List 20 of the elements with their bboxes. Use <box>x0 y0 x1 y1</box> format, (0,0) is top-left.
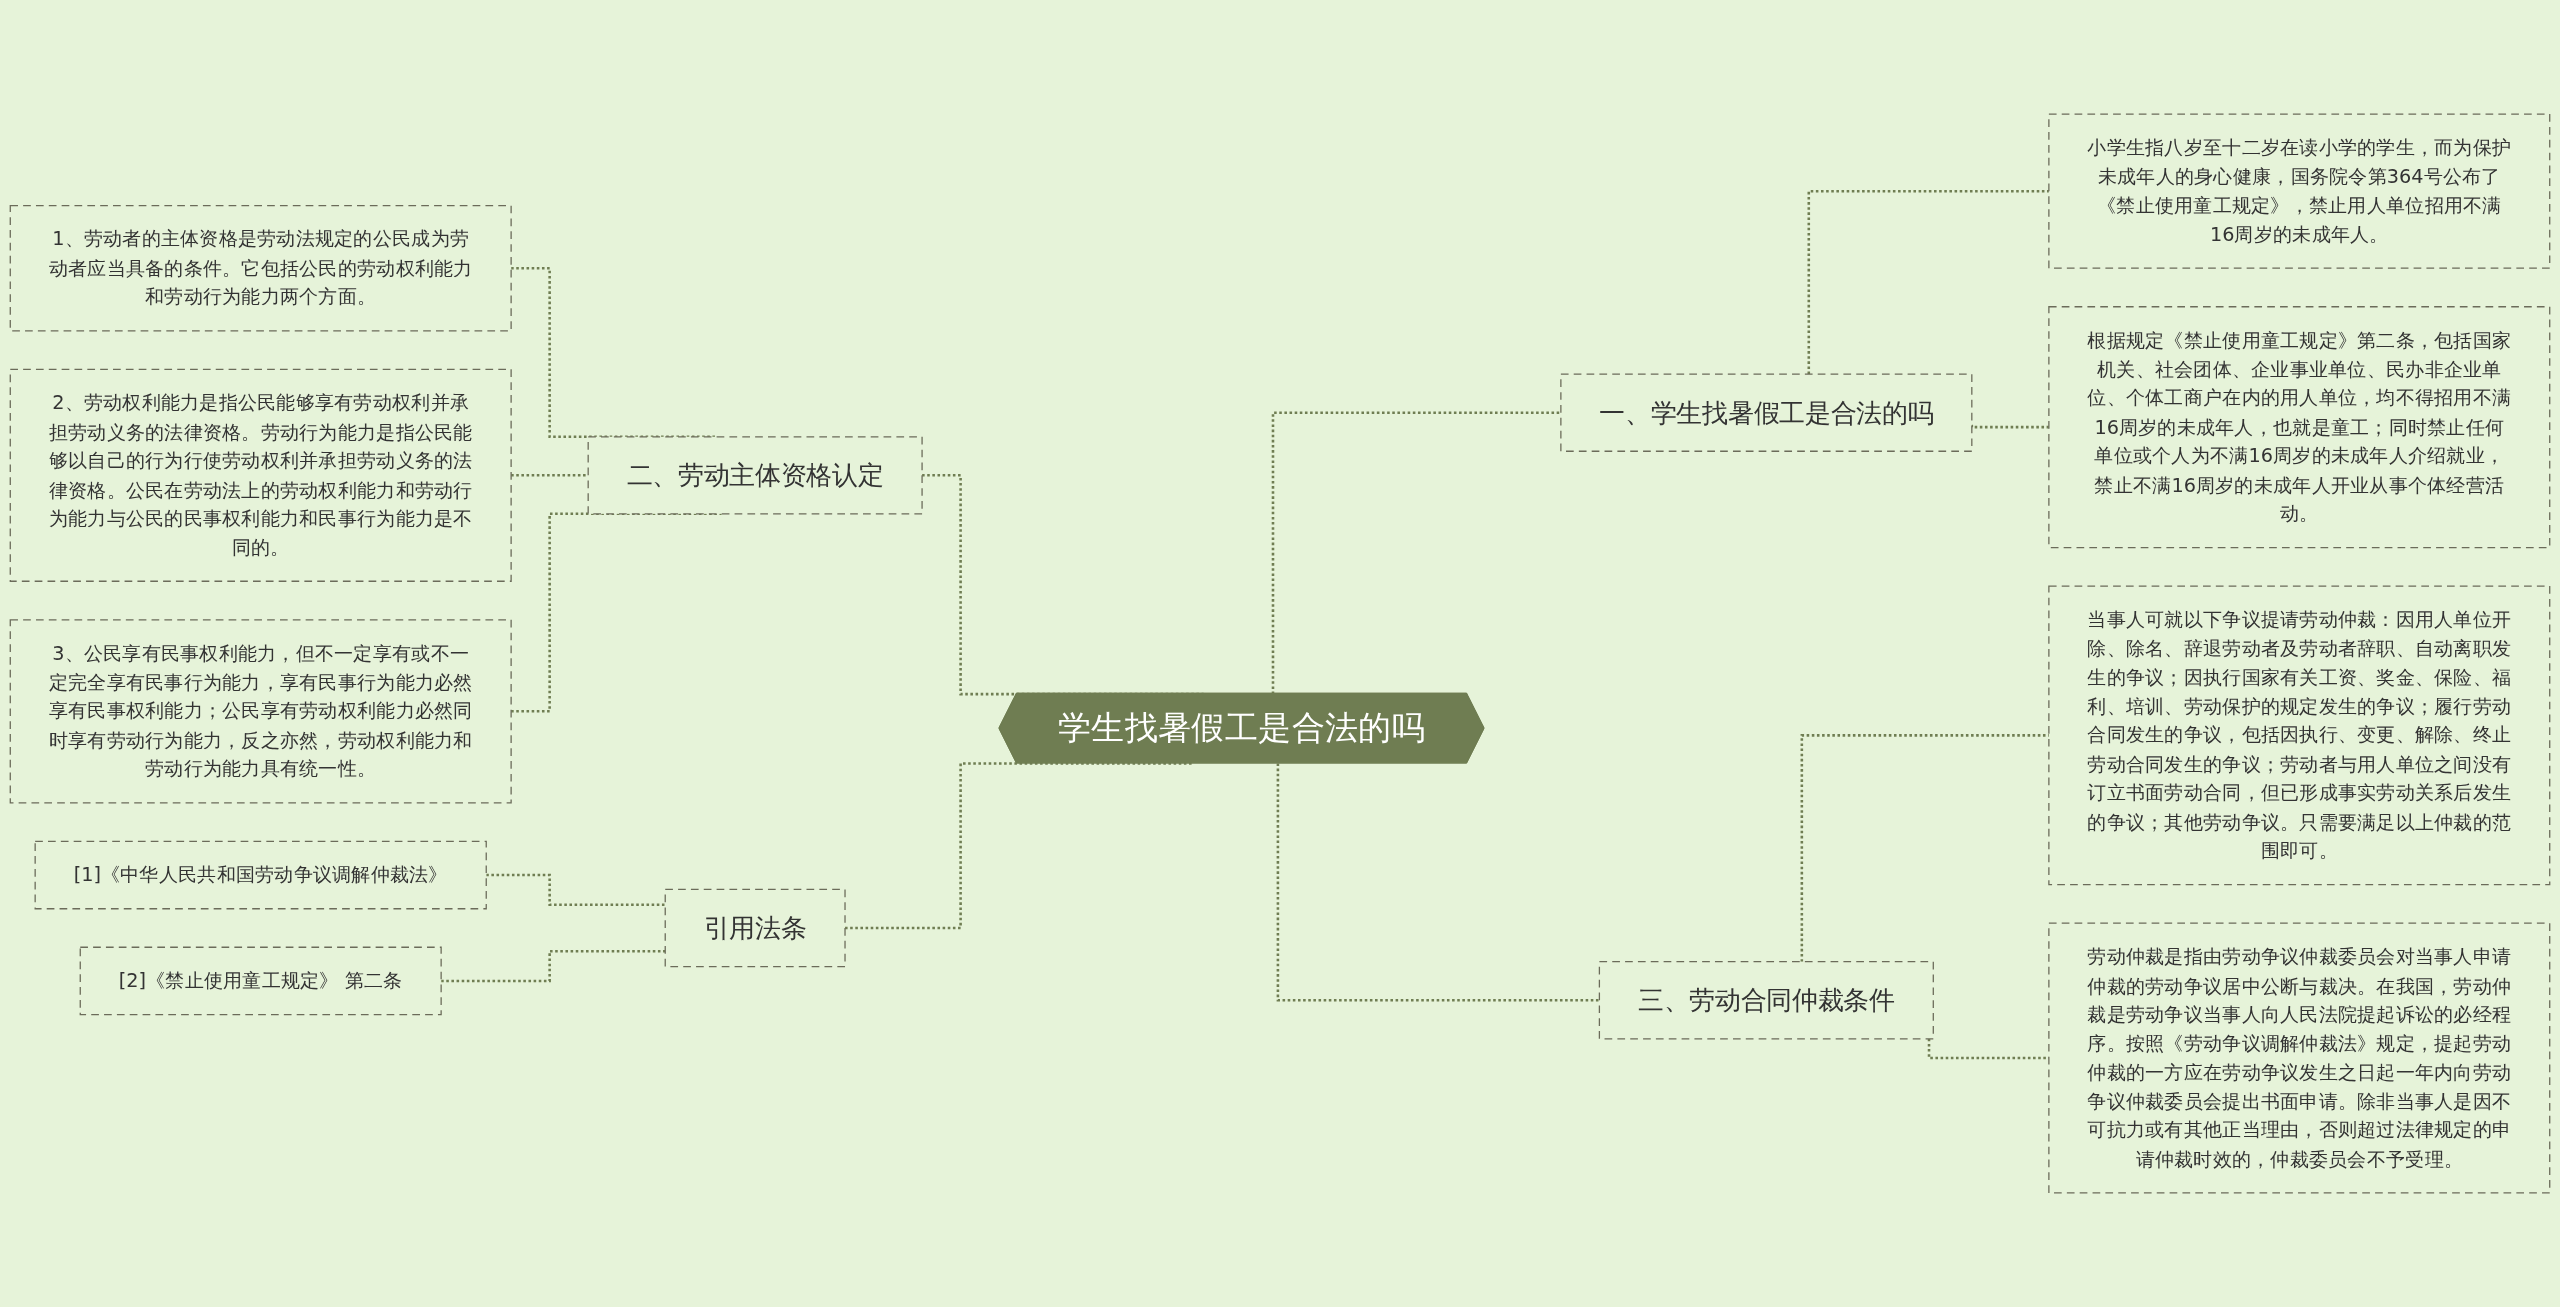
node-box <box>2048 306 2551 549</box>
node-box <box>2048 585 2551 886</box>
node-box <box>9 205 512 332</box>
connector <box>1927 1038 2049 1060</box>
node-box <box>1560 373 1973 452</box>
connector <box>1800 734 2049 962</box>
node-box <box>2048 922 2551 1194</box>
node-box <box>1598 961 1934 1040</box>
node-box <box>79 946 442 1016</box>
node-box <box>34 840 487 910</box>
connector <box>1271 411 1561 695</box>
node-box <box>9 368 512 582</box>
connector <box>509 474 589 477</box>
node-box <box>9 619 512 804</box>
node-box <box>664 888 846 968</box>
connector <box>484 873 666 907</box>
node-box <box>2048 113 2551 269</box>
connector <box>1276 763 1600 1002</box>
connector <box>439 949 666 983</box>
node-box <box>587 436 923 515</box>
